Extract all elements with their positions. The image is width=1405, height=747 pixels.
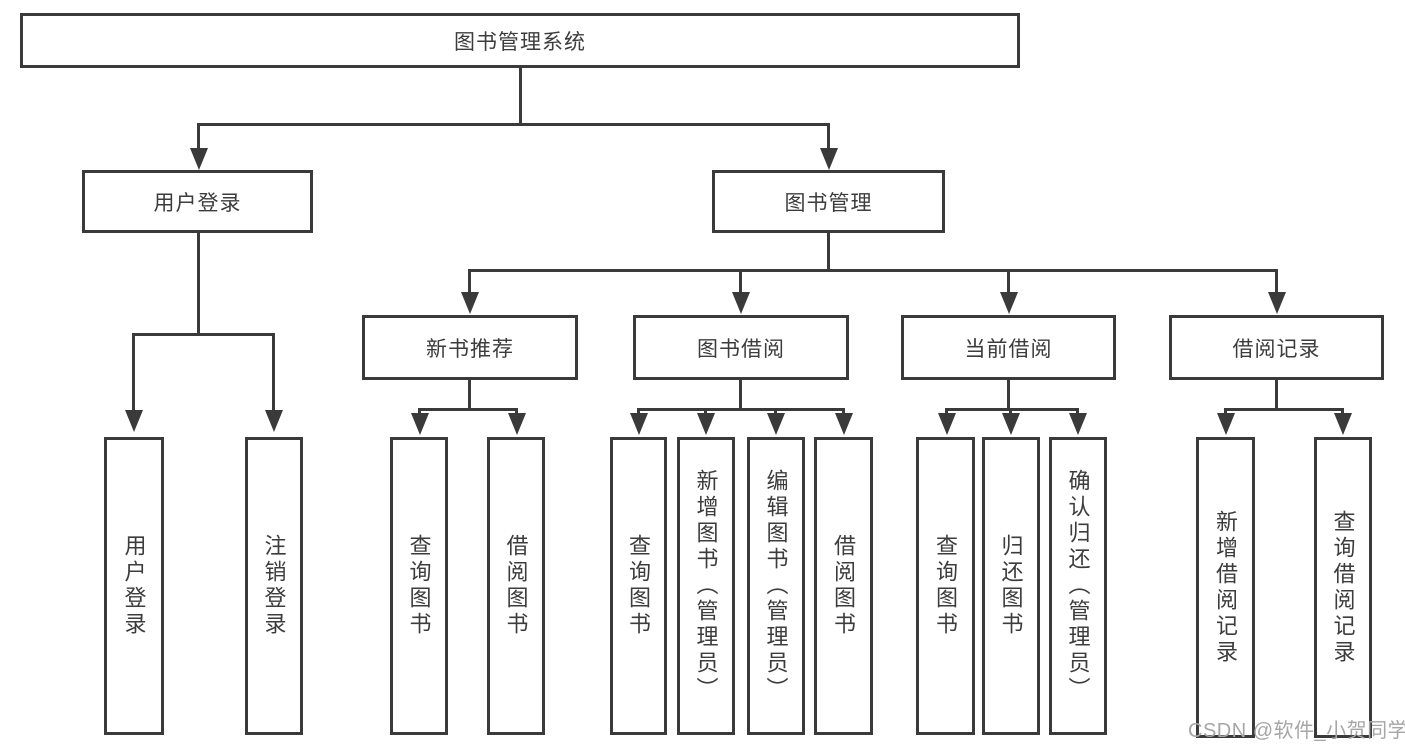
leaf-nb-query-books-label: 查询图书: [406, 534, 432, 638]
leaf-bb-borrow-books: 借阅图书: [814, 437, 873, 735]
leaf-nb-borrow-books: 借阅图书: [487, 437, 545, 735]
node-current-borrow-label: 当前借阅: [964, 337, 1053, 361]
node-book-borrow-label: 图书借阅: [697, 337, 785, 361]
leaf-bb-query-books: 查询图书: [610, 437, 667, 735]
node-current-borrow: 当前借阅: [901, 315, 1116, 380]
connector-drop-br-add: [1224, 408, 1227, 416]
connector-drop-borrow-records: [1275, 269, 1278, 294]
leaf-cb-return-books-label: 归还图书: [998, 534, 1024, 638]
connector-current-borrow-stem: [1007, 380, 1010, 411]
node-book-management-label: 图书管理: [784, 191, 873, 215]
leaf-bb-edit-books-admin: 编辑图书（管理员）: [747, 437, 805, 735]
leaf-user-login-label: 用户登录: [121, 534, 147, 638]
connector-drop-bb-edit: [774, 408, 777, 416]
connector-root-stem: [519, 66, 522, 126]
connector-drop-cb-confirm: [1076, 408, 1079, 416]
connector-drop-nb-borrow: [515, 408, 518, 416]
connector-drop-book-management: [827, 123, 830, 151]
connector-level2-rail: [197, 123, 830, 126]
arrowhead-cb-confirm: [1069, 413, 1087, 435]
arrowhead-nb-query: [411, 413, 429, 435]
node-new-book: 新书推荐: [362, 315, 578, 380]
leaf-cb-return-books: 归还图书: [982, 437, 1040, 735]
leaf-bb-add-books-admin: 新增图书（管理员）: [677, 437, 735, 735]
node-borrow-records: 借阅记录: [1169, 315, 1384, 380]
connector-drop-cb-query: [945, 408, 948, 416]
arrowhead-bb-add: [697, 413, 715, 435]
node-book-management: 图书管理: [712, 170, 945, 233]
leaf-cb-query-books-label: 查询图书: [933, 534, 959, 638]
node-user-login-label: 用户登录: [153, 191, 242, 215]
leaf-bb-add-books-admin-label: 新增图书（管理员）: [693, 469, 719, 703]
connector-borrow-records-stem: [1275, 380, 1278, 411]
connector-drop-current-borrow: [1007, 269, 1010, 294]
arrowhead-borrow-records: [1268, 292, 1286, 314]
node-borrow-records-label: 借阅记录: [1232, 337, 1321, 361]
connector-level3-rail: [468, 269, 1278, 272]
leaf-br-query-record-label: 查询借阅记录: [1330, 509, 1356, 666]
leaf-bb-edit-books-admin-label: 编辑图书（管理员）: [763, 469, 789, 703]
connector-book-management-stem: [827, 233, 830, 272]
arrowhead-user-login: [190, 148, 208, 170]
arrowhead-new-book: [461, 292, 479, 314]
csdn-watermark: CSDN @软件_小贺同学: [1188, 720, 1405, 742]
node-book-borrow: 图书借阅: [633, 315, 849, 380]
connector-drop-br-query: [1341, 408, 1344, 416]
arrowhead-leaf-login: [125, 410, 143, 432]
node-new-book-label: 新书推荐: [426, 337, 514, 361]
connector-drop-cb-return: [1009, 408, 1012, 416]
node-root-label: 图书管理系统: [454, 30, 586, 54]
arrowhead-bb-borrow: [835, 413, 853, 435]
arrowhead-current-borrow: [1000, 292, 1018, 314]
connector-drop-leaf-logout: [272, 333, 275, 412]
arrowhead-nb-borrow: [508, 413, 526, 435]
arrowhead-br-query: [1334, 413, 1352, 435]
connector-drop-nb-query: [418, 408, 421, 416]
connector-user-login-stem: [197, 233, 200, 336]
connector-drop-book-borrow: [739, 269, 742, 294]
connector-book-borrow-stem: [739, 380, 742, 411]
connector-new-book-stem: [468, 380, 471, 411]
arrowhead-bb-edit: [767, 413, 785, 435]
node-root: 图书管理系统: [20, 13, 1020, 68]
node-user-login: 用户登录: [82, 170, 313, 233]
leaf-br-add-record: 新增借阅记录: [1196, 437, 1255, 738]
connector-book-borrow-rail: [637, 408, 845, 411]
leaf-nb-borrow-books-label: 借阅图书: [503, 534, 529, 638]
arrowhead-br-add: [1217, 413, 1235, 435]
arrowhead-cb-query: [938, 413, 956, 435]
arrowhead-cb-return: [1002, 413, 1020, 435]
connector-new-book-rail: [418, 408, 518, 411]
leaf-logout-label: 注销登录: [261, 534, 287, 638]
leaf-cb-confirm-return-admin: 确认归还（管理员）: [1049, 437, 1107, 735]
arrowhead-book-management: [820, 148, 838, 170]
connector-drop-user-login: [197, 123, 200, 151]
leaf-bb-query-books-label: 查询图书: [626, 534, 652, 638]
leaf-user-login: 用户登录: [104, 437, 164, 735]
leaf-cb-query-books: 查询图书: [916, 437, 975, 735]
arrowhead-bb-query: [630, 413, 648, 435]
leaf-br-query-record: 查询借阅记录: [1314, 437, 1372, 738]
connector-current-borrow-rail: [945, 408, 1079, 411]
connector-drop-bb-query: [637, 408, 640, 416]
leaf-cb-confirm-return-admin-label: 确认归还（管理员）: [1065, 469, 1091, 703]
connector-user-login-rail: [133, 333, 274, 336]
connector-drop-new-book: [468, 269, 471, 294]
connector-drop-bb-add: [704, 408, 707, 416]
arrowhead-book-borrow: [732, 292, 750, 314]
leaf-logout: 注销登录: [245, 437, 303, 735]
connector-borrow-records-rail: [1224, 408, 1344, 411]
connector-drop-leaf-login: [132, 333, 135, 412]
leaf-nb-query-books: 查询图书: [390, 437, 448, 735]
leaf-br-add-record-label: 新增借阅记录: [1213, 509, 1239, 666]
leaf-bb-borrow-books-label: 借阅图书: [831, 534, 857, 638]
arrowhead-leaf-logout: [265, 410, 283, 432]
connector-drop-bb-borrow: [842, 408, 845, 416]
